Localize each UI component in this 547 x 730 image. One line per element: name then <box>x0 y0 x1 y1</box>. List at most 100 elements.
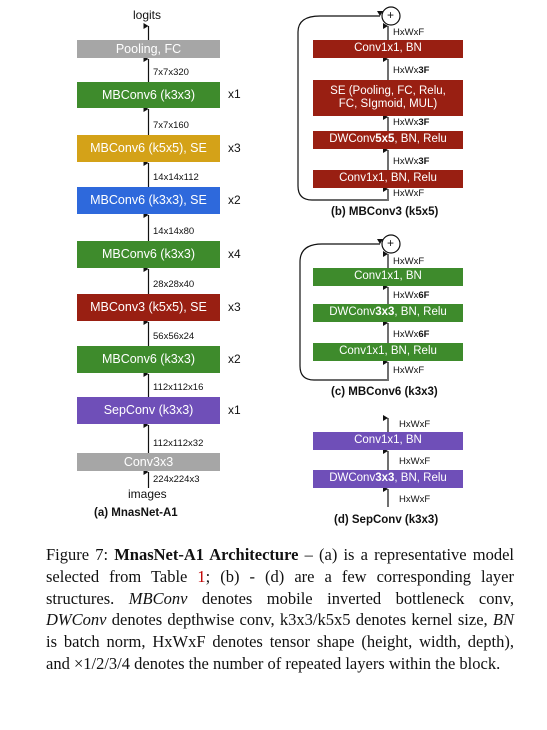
shape-label: 7x7x320 <box>153 67 189 78</box>
shape-label: 28x28x40 <box>153 279 194 290</box>
shape-text: HxWxF <box>399 419 431 430</box>
block-2: MBConv6 (k3x3) <box>77 82 220 108</box>
block-label: Conv1x1, BN, Relu <box>339 172 437 185</box>
panel-b-plus-sign: + <box>387 8 395 22</box>
shape-text: 7x7x320 <box>153 67 189 78</box>
caption-text-1: – (a) is a representative model selected… <box>46 545 515 586</box>
table-ref-link[interactable]: 1 <box>197 566 206 586</box>
shape-text: HxWxF <box>393 256 425 267</box>
block-label: SepConv (k3x3) <box>103 403 194 418</box>
shape-text: HxWxF <box>399 456 431 467</box>
shape-label: 112x112x32 <box>153 438 203 449</box>
panel-d-block-1: Conv1x1, BN <box>313 432 463 450</box>
caption-term-bn: BN <box>492 610 514 630</box>
shape-text-bold: 6F <box>418 329 430 340</box>
repeat-count: x4 <box>228 246 241 261</box>
block-label: MBConv3 (k5x5), SE <box>90 300 207 315</box>
panel-d-shape-label: HxWxF <box>399 494 430 505</box>
shape-text: HxWx <box>393 117 419 128</box>
block-label-pre: DWConv <box>329 472 376 485</box>
panel-d-subcaption: (d) SepConv (k3x3) <box>334 514 439 526</box>
shape-text: HxWx <box>393 156 419 167</box>
shape-label: 224x224x3 <box>153 474 199 485</box>
panel-c-block-1: Conv1x1, BN <box>313 268 463 286</box>
block-label-post: , BN, Relu <box>394 306 447 319</box>
block-label-post: , BN, Relu <box>394 472 447 485</box>
panel-b-shape-label: HxWx3F <box>393 156 429 167</box>
panel-b-shape-label: HxWx3F <box>393 65 429 76</box>
panel-c-plus-circle <box>381 234 401 254</box>
panel-b-shape-label: HxWx3F <box>393 117 429 128</box>
shape-text: 7x7x160 <box>153 120 189 131</box>
panel-c-shape-label: HxWxF <box>393 365 424 376</box>
shape-text: HxWxF <box>393 27 425 38</box>
figure-caption: Figure 7: MnasNet-A1 Architecture – (a) … <box>46 544 514 675</box>
panel-b-shape-label: HxWxF <box>393 188 424 199</box>
repeat-count: x2 <box>228 351 241 366</box>
panel-d-shape-label: HxWxF <box>399 456 430 467</box>
shape-label: 14x14x80 <box>153 226 194 237</box>
block-label: MBConv6 (k3x3) <box>101 247 196 262</box>
shape-text: HxWx <box>393 65 419 76</box>
block-label-post: , BN, Relu <box>394 133 447 146</box>
panel-c-shape-label: HxWx6F <box>393 329 429 340</box>
block-label: SE (Pooling, FC, Relu, FC, SIgmoid, MUL) <box>330 84 446 110</box>
block-label-bold: 3x3 <box>375 472 395 485</box>
panel-b-block-1: Conv1x1, BN <box>313 40 463 58</box>
shape-text: 14x14x80 <box>153 226 195 237</box>
block-1: Pooling, FC <box>77 40 220 58</box>
block-label: MBConv6 (k3x3) <box>101 352 196 367</box>
shape-text-bold: 6F <box>418 290 430 301</box>
panel-c-plus-sign: + <box>387 236 395 250</box>
block-label: MBConv6 (k3x3) <box>101 87 196 102</box>
repeat-count: x3 <box>228 299 241 314</box>
shape-text: HxWx <box>393 290 419 301</box>
block-8: SepConv (k3x3) <box>77 397 220 424</box>
panel-b-block-4: Conv1x1, BN, Relu <box>313 170 463 188</box>
block-label: Conv1x1, BN <box>354 42 422 55</box>
block-label-pre: DWConv <box>329 306 376 319</box>
caption-term-mbconv: MBConv <box>128 588 188 608</box>
block-label-bold: 3x3 <box>375 306 395 319</box>
shape-text-bold: 3F <box>418 117 430 128</box>
panel-d-shape-label: HxWxF <box>399 419 430 430</box>
caption-term-dwconv: DWConv <box>46 610 107 630</box>
panel-b-shape-label: HxWxF <box>393 27 424 38</box>
block-label: Conv1x1, BN <box>354 434 422 447</box>
repeat-count: x1 <box>228 402 241 417</box>
block-label: Conv1x1, BN, Relu <box>339 345 437 358</box>
shape-text: HxWxF <box>399 494 431 505</box>
panel-b-plus-circle <box>381 6 401 26</box>
figure-label: Figure 7: <box>46 545 115 564</box>
shape-label: 56x56x24 <box>153 331 194 342</box>
caption-text-5: is batch norm, HxWxF denotes tensor shap… <box>46 632 514 673</box>
shape-text-bold: 3F <box>418 65 430 76</box>
shape-text: 112x112x32 <box>153 438 204 449</box>
connector-lines <box>143 6 401 507</box>
panel-b-block-2: SE (Pooling, FC, Relu, FC, SIgmoid, MUL) <box>313 80 463 116</box>
block-label-bold: 5x5 <box>375 133 395 146</box>
logits-label: logits <box>133 8 162 22</box>
caption-text-2: ; (b) - (d) are a few corresponding laye… <box>46 566 514 608</box>
block-6: MBConv3 (k5x5), SE <box>77 294 220 321</box>
shape-text: HxWxF <box>393 188 425 199</box>
repeat-count: x1 <box>228 87 241 101</box>
shape-text-bold: 3F <box>418 156 430 167</box>
block-label: MBConv6 (k3x3), SE <box>90 193 207 208</box>
block-label: MBConv6 (k5x5), SE <box>90 141 207 156</box>
figure-title: MnasNet-A1 Architecture <box>114 545 299 564</box>
panel-c-shape-label: HxWxF <box>393 256 424 267</box>
shape-label: 14x14x112 <box>153 172 199 183</box>
repeat-count: x3 <box>228 140 241 155</box>
panel-a-subcaption: (a) MnasNet-A1 <box>94 507 178 519</box>
repeat-count: x2 <box>228 192 241 207</box>
panel-c-shape-label: HxWx6F <box>393 290 429 301</box>
shape-text: 14x14x112 <box>153 172 199 183</box>
shape-text: HxWx <box>393 329 419 340</box>
shape-text: 56x56x24 <box>153 331 195 342</box>
panel-c-residual-loop <box>299 239 387 381</box>
panel-b-residual-loop <box>297 11 387 201</box>
